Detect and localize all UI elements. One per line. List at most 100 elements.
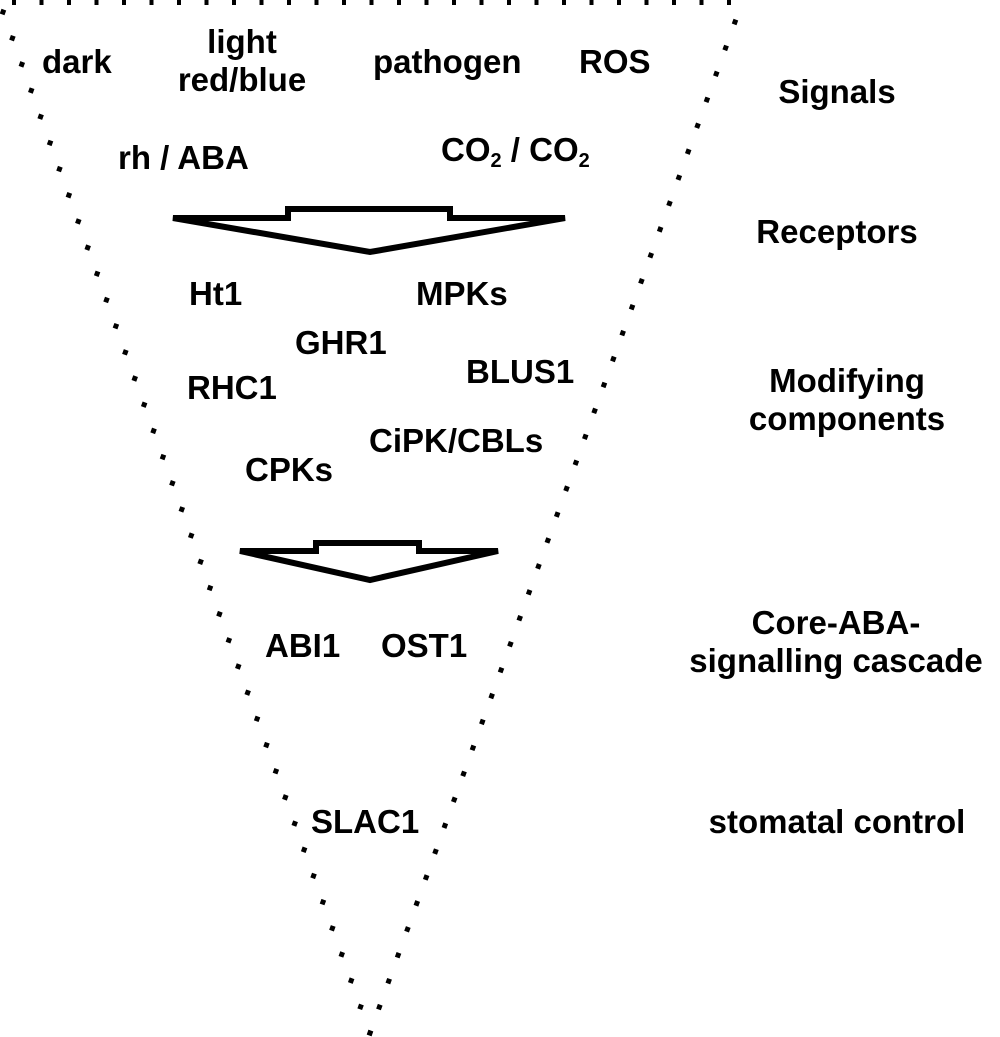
stage-core-line1: Core-ABA- [751,604,921,641]
co2-low-subscript: 2 [490,150,502,172]
funnel-left-dot [131,375,138,382]
funnel-right-dot [563,485,570,492]
funnel-left-dot [0,8,7,16]
funnel-left-dot [112,322,120,330]
funnel-top-dot [177,0,181,5]
funnel-right-dot [469,744,477,752]
component-blus1: BLUS1 [466,353,575,390]
funnel-top-dot [39,0,44,5]
funnel-right-dot [722,44,729,52]
funnel-left-dot [329,925,336,932]
funnel-top-dot [232,0,236,5]
funnel-right-dot [638,278,645,285]
stage-modifying-line2: components [748,400,946,437]
funnel-left-dot [310,872,317,880]
funnel-right-dot [610,355,617,363]
funnel-top-dot [699,0,704,5]
funnel-right-dot [675,174,683,181]
component-cpks: CPKs [245,451,334,488]
funnel-top-dot [12,0,16,5]
stage-modifying-line1: Modifying [769,362,925,399]
stage-receptors: Receptors [756,213,918,250]
funnel-right-dot [451,796,458,803]
funnel-right-dot [413,900,420,907]
funnel-left-dot [65,192,73,199]
funnel-right-dot [422,874,430,881]
funnel-left-dot [140,401,148,408]
funnel-left-dot [28,87,35,94]
funnel-left-dot [178,506,185,513]
funnel-right-dot [591,407,598,415]
funnel-right-dot [619,329,626,337]
funnel-right-dot [731,18,739,26]
funnel-right-dot [553,511,561,518]
funnel-left-dot [37,113,44,120]
funnel-left-dot [244,689,251,696]
output-slac1: SLAC1 [311,803,420,840]
funnel-right-dot [366,1029,374,1037]
funnel-left-dot [188,532,195,539]
funnel-right-dot [385,977,392,985]
funnel-right-dot [647,252,654,259]
funnel-right-dot [507,640,514,648]
funnel-right-dot [685,148,692,155]
funnel-left-dot [18,61,26,68]
funnel-left-dot [216,610,223,618]
funnel-right-dot [404,926,411,933]
funnel-top-dot [397,0,401,5]
funnel-right-dot [713,70,720,78]
co2-low: CO [441,131,491,168]
funnel-left-dot [225,637,233,644]
stage-core-aba-cascade: Core-ABA- signalling cascade [672,604,1000,680]
signal-light: light red/blue [172,23,312,99]
funnel-top-dot [617,0,621,5]
funnel-left-dot [150,427,157,435]
funnel-left-dot [338,951,345,958]
signal-pathogen: pathogen [373,43,522,80]
core-abi1: ABI1 [265,627,341,664]
funnel-right-dot [582,433,589,440]
funnel-top-dot [589,0,594,5]
funnel-right-dot [394,952,402,959]
funnel-right-dot [656,226,664,233]
funnel-right-dot [497,666,505,674]
funnel-top-dot [122,0,126,5]
core-ost1: OST1 [381,627,468,664]
funnel-top-dot [534,0,539,5]
funnel-top-dot [452,0,456,5]
funnel-left-dot [319,898,327,906]
signal-light-line2: red/blue [177,61,307,98]
signal-light-line1: light [207,23,277,60]
funnel-right-dot [432,848,439,855]
arrow-signals-to-components [172,206,566,256]
funnel-top-dot [204,0,209,5]
funnel-right-dot [600,381,608,389]
signal-ros: ROS [579,43,651,80]
funnel-right-dot [666,200,673,207]
funnel-dotted-outline [0,0,739,1037]
funnel-left-dot [263,741,270,749]
funnel-top-dot [94,0,99,5]
funnel-right-dot [460,770,467,777]
funnel-right-dot [694,122,701,129]
funnel-top-dot [369,0,374,5]
co2-separator: / CO [501,131,579,168]
funnel-left-dot [272,768,280,775]
funnel-right-dot [628,303,636,311]
funnel-right-dot [535,563,542,570]
funnel-top-dot [314,0,319,5]
funnel-right-dot [703,96,711,103]
funnel-left-dot [291,820,298,827]
funnel-right-dot [544,537,552,544]
funnel-left-dot [347,977,355,984]
funnel-top-dot [672,0,676,5]
funnel-top-dot [507,0,511,5]
funnel-left-dot [197,558,204,565]
component-cipk-cbls: CiPK/CBLs [369,422,544,459]
stage-signals: Signals [778,73,896,110]
funnel-right-dot [525,589,533,596]
stage-core-line2: signalling cascade [689,642,983,679]
funnel-top-dot [727,0,731,5]
funnel-top-dot [149,0,154,5]
component-ht1: Ht1 [189,275,243,312]
